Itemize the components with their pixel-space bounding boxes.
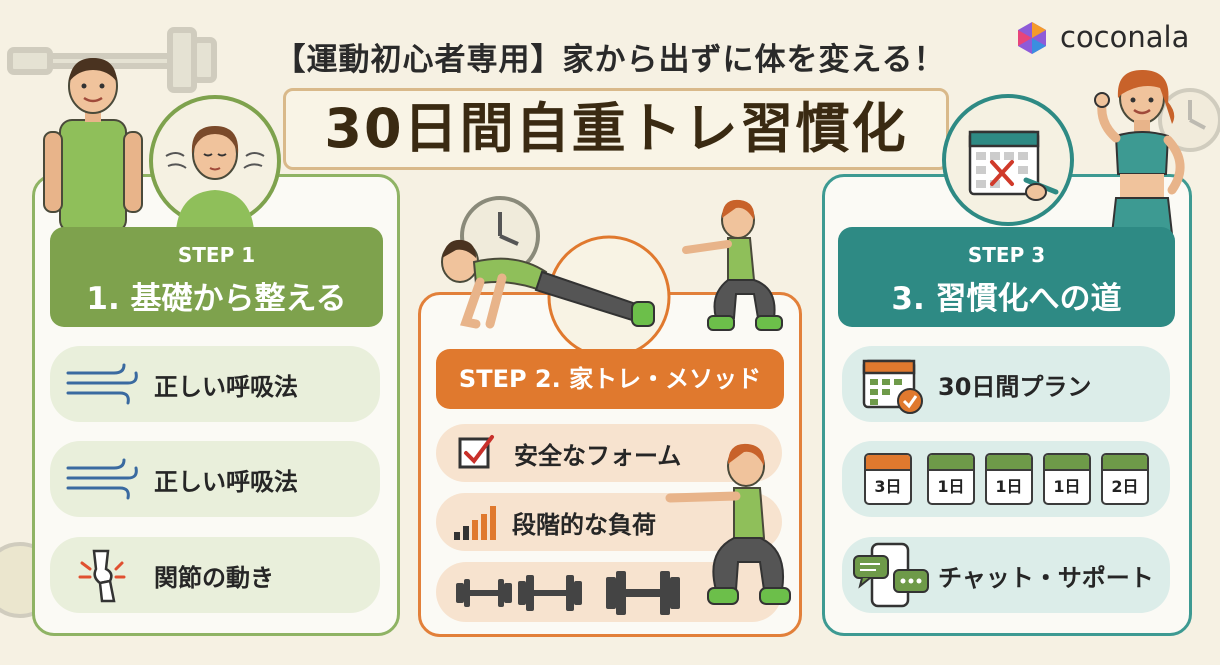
bar-level-icon <box>454 506 496 540</box>
step1-title: 1. 基礎から整える <box>86 281 347 317</box>
step3-item-days: 3日 1日 1日 1日 2日 <box>842 441 1170 517</box>
step2-item-label: 安全なフォーム <box>514 441 682 470</box>
step2-item-load: 段階的な負荷 <box>436 493 782 551</box>
page-subtitle: 【運動初心者専用】家から出ずに体を変える！ <box>274 42 946 78</box>
step1-item-breathing-2: 正しい呼吸法 <box>50 441 380 517</box>
pushup-man-illustration <box>441 239 655 329</box>
day-count: 3日 <box>874 477 902 496</box>
coconala-logo-icon <box>1018 22 1046 54</box>
step3-title: 3. 習慣化への道 <box>891 281 1122 317</box>
breathing-woman-illustration <box>149 95 281 230</box>
fitness-woman-illustration <box>1094 70 1185 234</box>
step3-header: STEP 3 3. 習慣化への道 <box>838 227 1175 327</box>
step1-item-label: 関節の動き <box>154 563 274 592</box>
joint-icon <box>78 549 126 603</box>
dumbbells-icon <box>456 571 680 615</box>
day-calendar-icon: 3日 <box>864 453 912 505</box>
step3-item-support: チャット・サポート <box>842 537 1170 613</box>
step1-item-label: 正しい呼吸法 <box>154 372 298 401</box>
logo-text: coconala <box>1060 20 1190 54</box>
step1-item-breathing: 正しい呼吸法 <box>50 346 380 422</box>
title-banner: 30日間自重トレ習慣化 <box>283 88 949 170</box>
chat-phone-icon <box>853 542 929 608</box>
step1-number: STEP 1 <box>177 243 256 267</box>
step1-item-label: 正しい呼吸法 <box>154 467 298 496</box>
day-calendar-icon: 1日 <box>927 453 975 505</box>
day-calendar-icon: 1日 <box>985 453 1033 505</box>
checkbox-icon <box>458 435 494 469</box>
day-count: 2日 <box>1111 477 1139 496</box>
man-illustration <box>43 58 143 232</box>
squat-woman-large-illustration <box>665 443 791 605</box>
step3-support-label: チャット・サポート <box>938 563 1154 592</box>
day-calendar-icon: 1日 <box>1043 453 1091 505</box>
page-title: 30日間自重トレ習慣化 <box>324 97 908 160</box>
calendar-check-icon <box>862 359 923 414</box>
step1-header: STEP 1 1. 基礎から整える <box>50 227 383 327</box>
day-count: 1日 <box>1053 477 1081 496</box>
step1-item-joint: 関節の動き <box>50 537 380 613</box>
step3-number: STEP 3 <box>967 243 1046 267</box>
clock-bg-icon <box>1158 88 1220 152</box>
step2-header: STEP 2. 家トレ・メソッド <box>436 349 784 409</box>
step2-item-form: 安全なフォーム <box>436 424 782 482</box>
step2-item-label: 段階的な負荷 <box>512 510 656 539</box>
day-count: 1日 <box>937 477 965 496</box>
squat-woman-illustration <box>682 199 783 331</box>
coconala-logo: coconala <box>1012 18 1202 58</box>
step3-plan-label: 30日間プラン <box>938 372 1092 401</box>
day-calendar-icon: 2日 <box>1101 453 1149 505</box>
step3-item-plan: 30日間プラン <box>842 346 1170 422</box>
calendar-pen-illustration <box>942 94 1074 226</box>
wind-icon <box>66 363 138 405</box>
wind-icon <box>66 458 138 500</box>
day-count: 1日 <box>995 477 1023 496</box>
